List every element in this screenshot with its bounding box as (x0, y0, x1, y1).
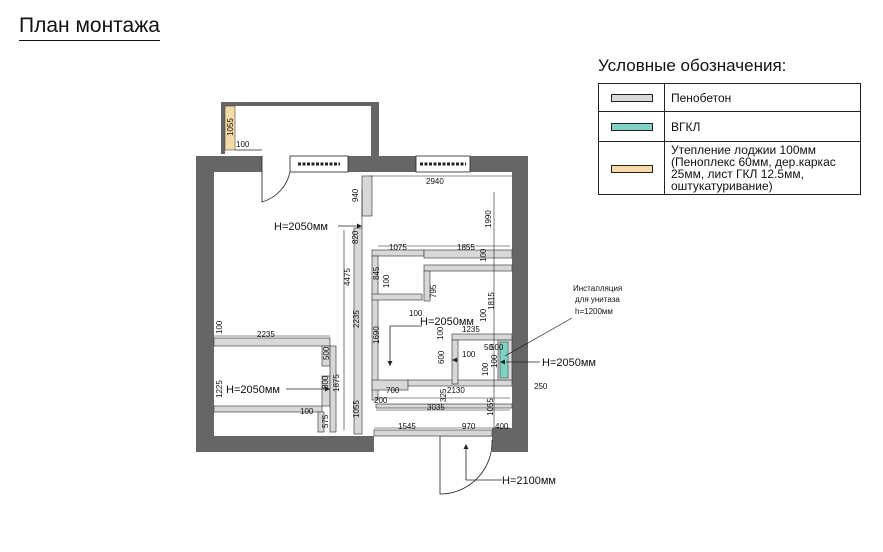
dim-label: 1225 (215, 380, 224, 398)
dimension-lines (214, 175, 512, 430)
loggia-insulation (224, 105, 236, 151)
note-line: h=1200мм (575, 307, 613, 316)
dim-label: 325 (439, 388, 448, 402)
legend-row-foam-concrete: Пенобетон (598, 83, 861, 112)
dim-label: 4475 (343, 268, 352, 286)
dimension-texts: 1055 100 940 2940 1990 820 1075 1855 100… (215, 118, 548, 431)
dim-label: 100 (479, 308, 488, 322)
dim-label: 795 (429, 284, 438, 298)
door-height-label: Н=2100мм (502, 475, 556, 487)
dim-label: 100 (481, 362, 490, 376)
dim-label: 600 (437, 350, 446, 364)
legend-title: Условные обозначения: (598, 56, 787, 75)
vgkl-swatch (610, 123, 653, 132)
dim-label: 1855 (457, 243, 475, 252)
dim-label: 1990 (484, 210, 493, 228)
dim-label: 1545 (398, 422, 416, 431)
legend-label: Пенобетон (664, 83, 861, 112)
dim-label: 845 (372, 266, 381, 280)
dim-label: 3035 (427, 403, 445, 412)
loggia (221, 102, 379, 162)
dim-label: 100 (382, 274, 391, 288)
dim-label: 970 (462, 422, 476, 431)
dim-label: 940 (351, 188, 360, 202)
legend-row-vgkl: ВГКЛ (598, 111, 861, 142)
dim-label: 575 (321, 414, 330, 428)
dim-label: 700 (386, 386, 400, 395)
partitions (213, 175, 513, 437)
dim-label: 100 (215, 320, 224, 334)
dim-label: 1690 (372, 326, 381, 344)
door-height-labels: Н=2050мм Н=2050мм Н=2050мм Н=2050мм Н=21… (226, 221, 596, 487)
dim-label: 2130 (447, 386, 465, 395)
dim-label: 250 (534, 382, 548, 391)
insulation-swatch (610, 164, 653, 173)
dim-label: 2235 (352, 310, 361, 328)
windows (289, 155, 471, 173)
dim-label: 800 (321, 375, 330, 389)
legend-row-insulation: Утепление лоджии 100мм (Пеноплекс 60мм, … (598, 141, 861, 195)
dim-label: 200 (374, 396, 388, 405)
dim-label: 100 (436, 326, 445, 340)
dim-label: 1055 (226, 118, 235, 136)
note-line: Инсталляция (573, 284, 622, 293)
dim-label: 820 (351, 230, 360, 244)
dim-label: 100 (490, 354, 499, 368)
dim-label: 100 (462, 350, 476, 359)
note-line: для унитаза (575, 295, 620, 304)
dim-label: 100 (409, 309, 423, 318)
page-title: План монтажа (19, 14, 160, 41)
door-height-label: Н=2050мм (226, 384, 280, 396)
dim-label: 100 (479, 248, 488, 262)
installation-note: Инсталляция для унитаза h=1200мм (573, 284, 622, 316)
legend-label: ВГКЛ (664, 111, 861, 142)
dim-label: 500 (322, 346, 331, 360)
door-height-label: Н=2050мм (542, 357, 596, 369)
legend-label: Утепление лоджии 100мм (Пеноплекс 60мм, … (664, 141, 861, 195)
dim-label: 1075 (389, 243, 407, 252)
dim-label: 50 (484, 343, 493, 352)
door-height-label: Н=2050мм (420, 316, 474, 328)
dim-label: 400 (495, 422, 509, 431)
dim-label: 1055 (486, 398, 495, 416)
dim-label: 1055 (352, 400, 361, 418)
dim-label: 2235 (257, 330, 275, 339)
dim-label: 1875 (332, 374, 341, 392)
legend-table: Пенобетон ВГКЛ Утепление лоджии 100мм (П… (598, 83, 861, 195)
door-height-label: Н=2050мм (274, 221, 328, 233)
dim-label: 2940 (426, 177, 444, 186)
dim-label: 1815 (487, 292, 496, 310)
dim-label: 100 (300, 407, 314, 416)
dim-label: 500 (490, 343, 504, 352)
dim-label: 1235 (462, 325, 480, 334)
outer-walls (196, 156, 528, 452)
foam-concrete-swatch (610, 94, 653, 103)
dim-label: 100 (236, 140, 250, 149)
